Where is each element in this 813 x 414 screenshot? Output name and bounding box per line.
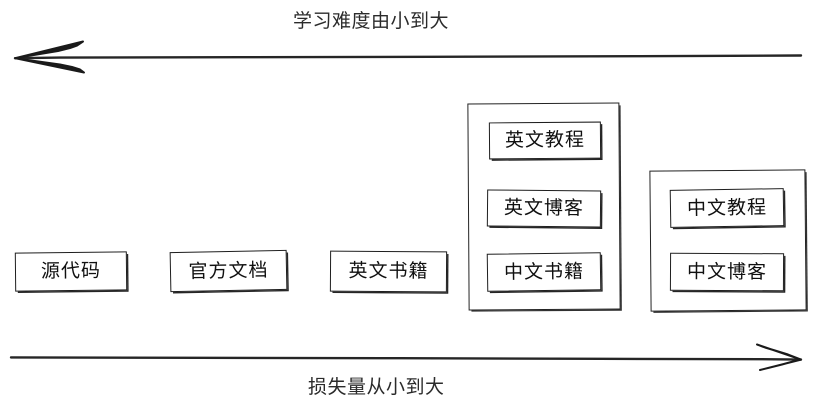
item-box-chinese-blog[interactable]: 中文博客: [669, 252, 785, 292]
item-label: 官方文档: [188, 258, 269, 283]
item-label: 中文教程: [686, 195, 768, 220]
left-arrow-icon: [13, 40, 803, 74]
item-box-source-code[interactable]: 源代码: [14, 251, 128, 292]
item-label: 英文教程: [504, 128, 586, 152]
item-box-english-tutorial[interactable]: 英文教程: [488, 121, 602, 160]
bottom-axis-label: 损失量从小到大: [308, 376, 445, 398]
top-axis-label: 学习难度由小到大: [293, 10, 450, 32]
item-box-english-books[interactable]: 英文书籍: [329, 250, 448, 293]
right-arrow-icon: [9, 343, 803, 371]
item-label: 中文博客: [686, 260, 768, 283]
item-label: 英文博客: [503, 196, 585, 220]
item-label: 英文书籍: [348, 259, 429, 283]
item-box-english-blog[interactable]: 英文博客: [486, 189, 602, 228]
item-label: 中文书籍: [503, 259, 585, 284]
item-label: 源代码: [40, 259, 102, 283]
item-box-chinese-tutorial[interactable]: 中文教程: [669, 188, 785, 228]
item-box-chinese-books[interactable]: 中文书籍: [486, 252, 602, 292]
item-box-official-docs[interactable]: 官方文档: [169, 249, 288, 293]
